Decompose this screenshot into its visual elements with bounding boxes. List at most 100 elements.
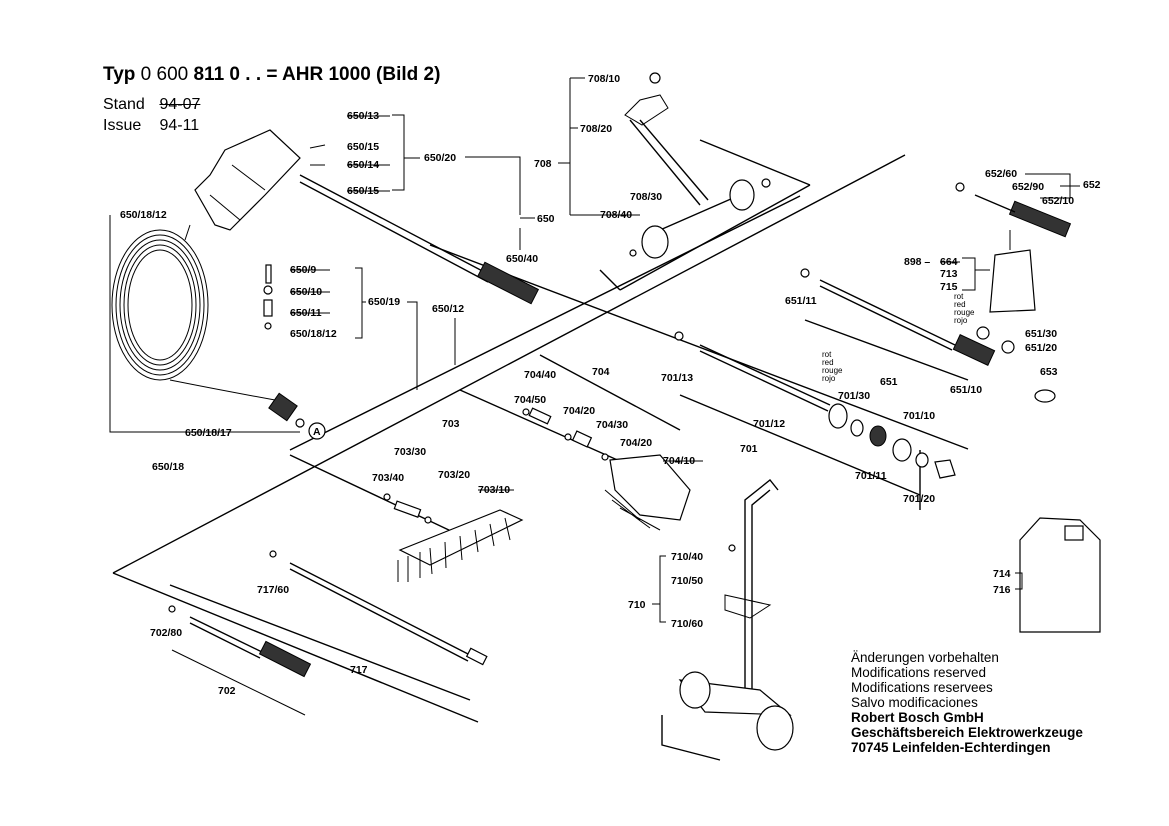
label-650-18: 650/18 <box>152 461 184 473</box>
label-701-13: 701/13 <box>661 372 693 384</box>
label-710-60: 710/60 <box>671 618 703 630</box>
label-708-10: 708/10 <box>588 73 620 85</box>
small-parts-650 <box>263 264 273 330</box>
canister-714 <box>1019 517 1101 633</box>
label-651-10: 651/10 <box>950 384 982 396</box>
stand-row: Stand 94-07 <box>103 96 200 114</box>
title-prefix: Typ <box>103 64 136 85</box>
label-701-11: 701/11 <box>855 470 887 482</box>
label-651-11: 651/11 <box>785 295 817 307</box>
color-note-2-line-2: red <box>822 358 834 367</box>
lance-702 <box>168 605 312 678</box>
extension-lance-717 <box>269 550 488 666</box>
label-701-12: 701/12 <box>753 418 785 430</box>
label-704-30: 704/30 <box>596 419 628 431</box>
label-715: 715 <box>940 281 958 293</box>
label-708-40: 708/40 <box>600 209 632 221</box>
title-suffix: 0 . . = AHR 1000 (Bild 2) <box>229 64 441 85</box>
label-652-60: 652/60 <box>985 168 1017 180</box>
label-701: 701 <box>740 443 758 455</box>
label-650-19: 650/19 <box>368 296 400 308</box>
stand-label: Stand <box>103 96 145 113</box>
label-708-30: 708/30 <box>630 191 662 203</box>
issue-label: Issue <box>103 117 142 134</box>
color-note-1-line-2: red <box>954 300 966 309</box>
label-716: 716 <box>993 584 1011 596</box>
label-652-90: 652/90 <box>1012 181 1044 193</box>
hose-coil <box>111 224 305 428</box>
label-651-20: 651/20 <box>1025 342 1057 354</box>
label-652-10: 652/10 <box>1042 195 1074 207</box>
label-710: 710 <box>628 599 646 611</box>
footer-division: Geschäftsbereich Elektrowerkzeuge <box>851 725 1083 740</box>
label-652: 652 <box>1083 179 1101 191</box>
footer-line-4: Salvo modificaciones <box>851 695 978 710</box>
stand-value: 94-07 <box>159 96 201 113</box>
footer-line-2: Modifications reserved <box>851 665 987 680</box>
color-note-1-line-3: rouge <box>954 308 975 317</box>
label-704-20-b: 704/20 <box>620 437 652 449</box>
color-note-1-line-4: rojo <box>954 316 968 325</box>
label-702: 702 <box>218 685 236 697</box>
diagram-title: Typ 0 600 811 0 . . = AHR 1000 (Bild 2) <box>103 64 440 86</box>
lance-701 <box>674 331 956 479</box>
footer-address: 70745 Leinfelden-Echterdingen <box>851 740 1051 755</box>
footer-line-3: Modifications reservees <box>851 680 993 695</box>
label-650-18-17: 650/18/17 <box>185 427 232 439</box>
trolley-710 <box>661 479 794 761</box>
hose-seal-ring <box>295 418 305 428</box>
label-703-30: 703/30 <box>394 446 426 458</box>
label-703: 703 <box>442 418 460 430</box>
label-651: 651 <box>880 376 898 388</box>
label-650-12: 650/12 <box>432 303 464 315</box>
label-898: 898 – <box>904 256 930 268</box>
label-703-40: 703/40 <box>372 472 404 484</box>
title-number-light: 0 600 <box>140 64 189 85</box>
foam-sprayer-652 <box>955 182 1072 313</box>
label-650-20: 650/20 <box>424 152 456 164</box>
label-717-60: 717/60 <box>257 584 289 596</box>
footer-notice: Änderungen vorbehalten Modifications res… <box>851 650 1083 755</box>
title-number-bold: 811 <box>193 64 225 85</box>
label-703-20: 703/20 <box>438 469 470 481</box>
color-note-2-line-4: rojo <box>822 374 836 383</box>
color-note-2-line-3: rouge <box>822 366 843 375</box>
label-a: A <box>313 426 321 438</box>
lance-holder-708 <box>624 72 771 259</box>
footer-company: Robert Bosch GmbH <box>851 710 984 725</box>
color-note-1-line-1: rot <box>954 292 964 301</box>
label-650-15: 650/15 <box>347 141 379 153</box>
label-713: 713 <box>940 268 958 280</box>
frame-lines <box>112 139 969 723</box>
label-710-40: 710/40 <box>671 551 703 563</box>
part-labels: 650/13 650/15 650/14 650/15 650/20 650 6… <box>109 73 1101 716</box>
label-704-20-a: 704/20 <box>563 405 595 417</box>
label-650-40: 650/40 <box>506 253 538 265</box>
label-708: 708 <box>534 158 552 170</box>
label-704: 704 <box>592 366 610 378</box>
label-710-50: 710/50 <box>671 575 703 587</box>
issue-row: Issue 94-11 <box>103 117 199 135</box>
color-note-2-line-1: rot <box>822 350 832 359</box>
label-701-30: 701/30 <box>838 390 870 402</box>
label-714: 714 <box>993 568 1011 580</box>
label-704-50: 704/50 <box>514 394 546 406</box>
wash-brush-703 <box>383 493 524 582</box>
label-702-80: 702/80 <box>150 627 182 639</box>
label-701-20: 701/20 <box>903 493 935 505</box>
label-650-18-12-b: 650/18/12 <box>290 328 337 340</box>
label-708-20: 708/20 <box>580 123 612 135</box>
rotary-brush-704 <box>522 407 691 531</box>
spray-gun <box>194 129 540 305</box>
issue-value: 94-11 <box>159 117 200 134</box>
lance-651 <box>800 268 1056 403</box>
label-717: 717 <box>350 664 368 676</box>
label-650: 650 <box>537 213 555 225</box>
label-653: 653 <box>1040 366 1058 378</box>
label-650-18-12-a: 650/18/12 <box>120 209 167 221</box>
label-651-30: 651/30 <box>1025 328 1057 340</box>
footer-line-1: Änderungen vorbehalten <box>851 650 999 665</box>
label-701-10: 701/10 <box>903 410 935 422</box>
label-704-40: 704/40 <box>524 369 556 381</box>
